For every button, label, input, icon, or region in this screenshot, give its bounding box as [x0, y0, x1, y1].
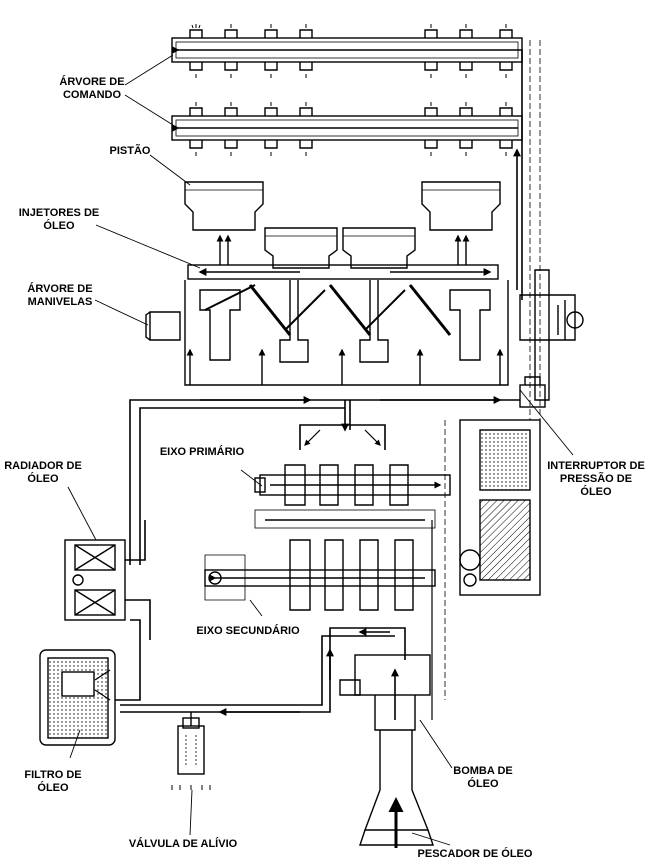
- label-camshaft: ÁRVORE DE COMANDO: [52, 76, 132, 102]
- label-piston-text: PISTÃO: [109, 145, 151, 157]
- label-pressure-switch-line3: ÓLEO: [580, 486, 612, 498]
- label-oil-pump-line1: BOMBA DE: [453, 765, 513, 777]
- clutch-assembly: [459, 419, 541, 596]
- camshaft-upper: [171, 29, 523, 71]
- label-strainer-text: PESCADOR DE ÓLEO: [417, 848, 533, 860]
- cam-oil-spray: [191, 24, 507, 156]
- piston-4: [421, 181, 501, 231]
- label-countershaft: EIXO SECUNDÁRIO: [188, 625, 308, 638]
- label-piston: PISTÃO: [100, 145, 160, 158]
- label-relief-valve: VÁLVULA DE ALÍVIO: [118, 838, 248, 851]
- label-oil-cooler: RADIADOR DE ÓLEO: [2, 460, 84, 486]
- label-oil-filter-line2: ÓLEO: [37, 782, 69, 794]
- relief-valve: [177, 712, 205, 775]
- piston-1: [184, 181, 264, 231]
- main-shaft: [254, 464, 451, 506]
- piston-2: [264, 227, 338, 269]
- oil-jet-streams: [216, 234, 470, 265]
- label-oil-pump: BOMBA DE ÓLEO: [448, 765, 518, 791]
- label-camshaft-line1: ÁRVORE DE: [59, 76, 125, 88]
- oil-cooler: [64, 539, 126, 621]
- label-main-shaft-text: EIXO PRIMÁRIO: [159, 446, 245, 458]
- label-oil-pump-line2: ÓLEO: [467, 778, 499, 790]
- label-pressure-switch-line1: INTERRUPTOR DE: [547, 460, 645, 472]
- crankshaft-end: [145, 311, 181, 341]
- label-pressure-switch-line2: PRESSÃO DE: [559, 473, 633, 485]
- label-main-shaft: EIXO PRIMÁRIO: [152, 446, 252, 459]
- oil-pressure-switch: [519, 376, 546, 408]
- label-oil-jets-line1: INJETORES DE: [18, 207, 100, 219]
- label-oil-cooler-line2: ÓLEO: [27, 473, 59, 485]
- label-camshaft-line2: COMANDO: [62, 89, 122, 101]
- label-oil-filter-line1: FILTRO DE: [24, 769, 82, 781]
- label-oil-cooler-line1: RADIADOR DE: [4, 460, 82, 472]
- oil-filter: [39, 649, 116, 746]
- label-crankshaft-line1: ÁRVORE DE: [27, 283, 93, 295]
- label-oil-jets-line2: ÓLEO: [43, 220, 75, 232]
- label-pressure-switch: INTERRUPTOR DE PRESSÃO DE ÓLEO: [544, 460, 648, 499]
- relief-valve-spray: [171, 785, 211, 790]
- oil-pump: [339, 654, 431, 731]
- cam-oil-gallery: [512, 49, 523, 300]
- piston-3: [342, 227, 416, 269]
- label-crankshaft-line2: MANIVELAS: [27, 296, 93, 308]
- alternator-assembly: [519, 269, 584, 401]
- label-countershaft-text: EIXO SECUNDÁRIO: [196, 625, 300, 637]
- label-strainer: PESCADOR DE ÓLEO: [405, 848, 545, 861]
- camshaft-lower: [171, 107, 523, 149]
- label-relief-valve-text: VÁLVULA DE ALÍVIO: [128, 838, 238, 850]
- oil-strainer: [359, 730, 434, 848]
- pump-delivery-line: [120, 627, 406, 713]
- label-oil-jets: INJETORES DE ÓLEO: [14, 207, 104, 233]
- leader-lines: [67, 54, 574, 846]
- oil-jet-gallery: [187, 264, 499, 280]
- label-crankshaft: ÁRVORE DE MANIVELAS: [20, 283, 100, 309]
- countershaft: [204, 539, 436, 611]
- label-oil-filter: FILTRO DE ÓLEO: [18, 769, 88, 795]
- crankcase: [184, 280, 509, 386]
- transmission-feed: [299, 424, 386, 450]
